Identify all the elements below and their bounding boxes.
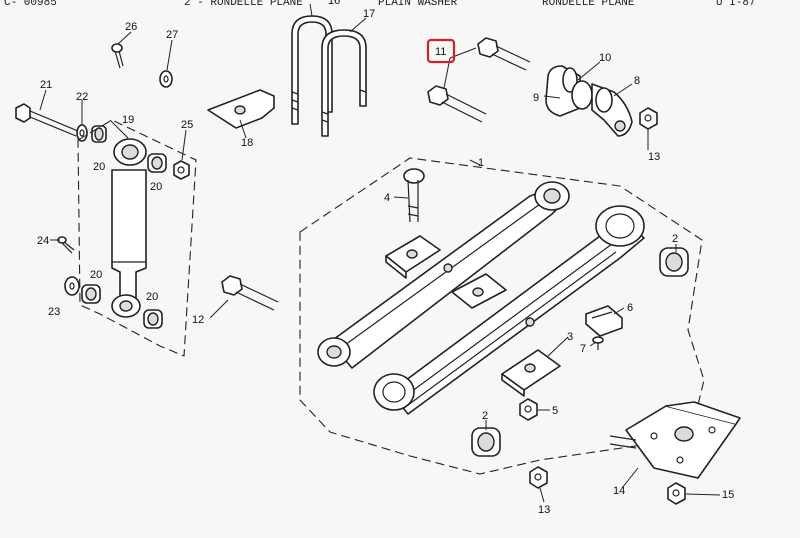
header-left: C- 00985: [4, 0, 57, 9]
header-right: U I-87: [716, 0, 756, 9]
callout-3: 3: [567, 331, 573, 343]
bush-2-lower: [471, 427, 501, 457]
header-mid3: RONDELLE PLANE: [542, 0, 635, 9]
callout-2-right: 2: [672, 233, 678, 245]
bush-20-lower-left: [81, 284, 101, 304]
callout-17: 17: [363, 8, 375, 20]
callout-6: 6: [627, 302, 633, 314]
callout-5: 5: [552, 405, 558, 417]
callout-21: 21: [40, 79, 52, 91]
callout-2-lower: 2: [482, 410, 488, 422]
callout-11: 11: [435, 46, 446, 58]
callout-15: 15: [722, 489, 734, 501]
callout-23: 23: [48, 306, 60, 318]
callout-25: 25: [181, 119, 193, 131]
clip-6: [585, 305, 623, 337]
washer-22: [76, 124, 88, 142]
highlight-box: [426, 38, 456, 64]
callout-20-c: 20: [90, 269, 102, 281]
callout-24: 24: [37, 235, 49, 247]
callout-10: 10: [599, 52, 611, 64]
pad-upper: [385, 235, 441, 279]
nut-13-upper: [639, 107, 658, 130]
callout-9: 9: [533, 92, 539, 104]
washer-27: [159, 70, 173, 88]
screw-7: [592, 336, 604, 350]
header-mid2: PLAIN WASHER: [378, 0, 458, 9]
header-mid1: 2 - RONDELLE PLANE: [184, 0, 303, 9]
bolt-12: [221, 275, 279, 311]
bolt-21: [15, 103, 79, 137]
callout-labels: 26 27 21 22 19 25 20 20 24 20 23 20 12 1…: [37, 0, 734, 516]
bush-20-upper-left: [91, 125, 107, 143]
washer-23: [64, 276, 80, 296]
callout-22: 22: [76, 91, 88, 103]
callout-26: 26: [125, 21, 137, 33]
header-strip: C- 00985 2 - RONDELLE PLANE PLAIN WASHER…: [4, 0, 756, 9]
callout-20-d: 20: [146, 291, 158, 303]
highlighted-callout-11[interactable]: 11: [426, 38, 456, 64]
shackle-assembly: [545, 65, 633, 137]
callout-13-lower: 13: [538, 504, 550, 516]
callout-16: 16: [328, 0, 340, 7]
bracket-14: [609, 401, 741, 479]
callout-20-a: 20: [93, 161, 105, 173]
callout-12: 12: [192, 314, 204, 326]
bush-20-lower-right: [143, 309, 163, 329]
bush-20-upper-right: [147, 153, 167, 173]
callout-18: 18: [241, 137, 253, 149]
pad-3: [501, 349, 561, 397]
callout-13-upper: 13: [648, 151, 660, 163]
plate-18: [207, 89, 275, 129]
nut-15: [667, 482, 686, 505]
bolt-4: [403, 168, 425, 223]
u-bolt-17: [321, 29, 367, 137]
callout-7: 7: [580, 343, 586, 355]
shock-absorber-group: [15, 43, 197, 357]
cotter-pin-26: [111, 43, 124, 69]
nut-5: [519, 398, 538, 421]
pad-middle: [451, 273, 507, 309]
callout-19: 19: [122, 114, 134, 126]
spring-assembly-1: [299, 157, 705, 475]
callout-8: 8: [634, 75, 640, 87]
callout-4: 4: [384, 192, 390, 204]
nut-25: [173, 160, 190, 180]
bush-2-right: [659, 247, 689, 277]
callout-14: 14: [613, 485, 625, 497]
bolt-11-lower: [427, 85, 487, 123]
shock-absorber-19: [111, 138, 147, 318]
cotter-pin-24: [57, 236, 75, 254]
callout-20-b: 20: [150, 181, 162, 193]
callout-1: 1: [478, 157, 484, 169]
nut-13-lower: [529, 466, 548, 489]
bolt-11-upper: [477, 37, 531, 71]
callout-27: 27: [166, 29, 178, 41]
